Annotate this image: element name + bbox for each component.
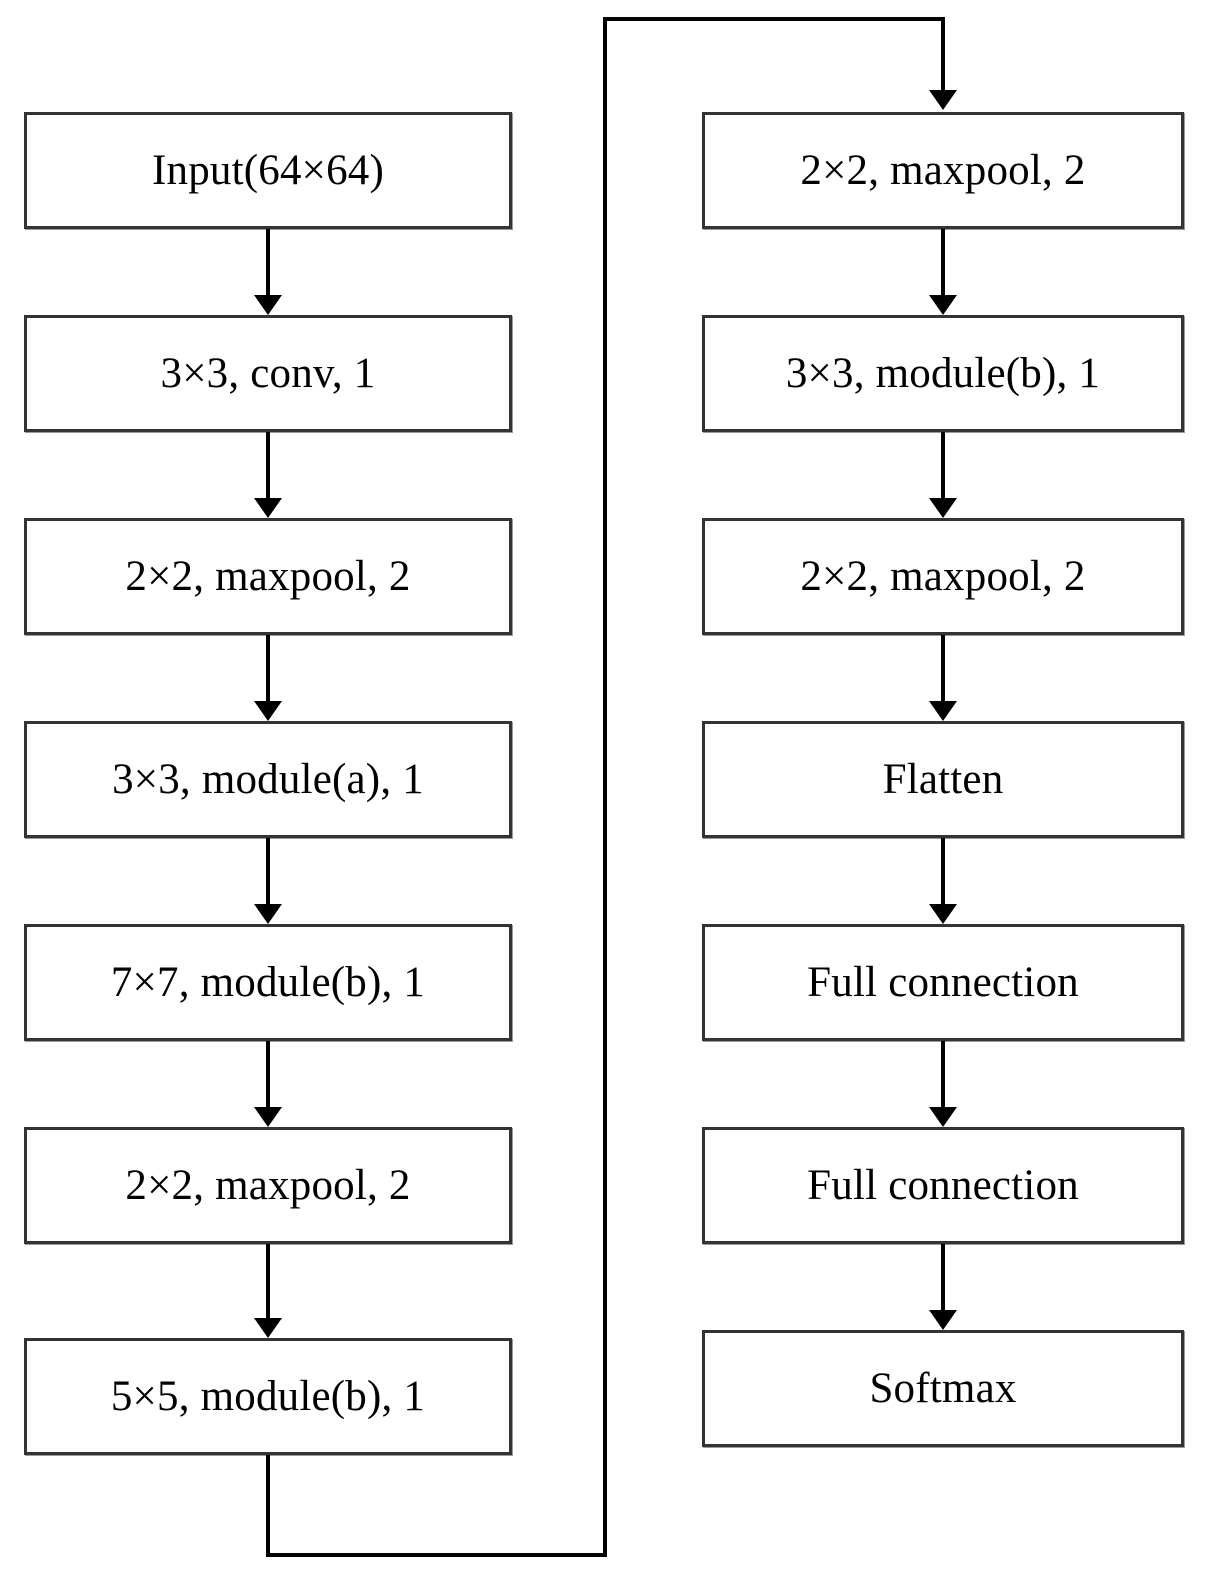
- flow-node-maxpool-1[interactable]: 2×2, maxpool, 2: [24, 518, 512, 635]
- flow-node-label: 7×7, module(b), 1: [110, 958, 426, 1006]
- connector-segment-across-bottom: [266, 1553, 607, 1557]
- flow-node-label: Input(64×64): [151, 146, 385, 194]
- connector-segment-up: [603, 17, 607, 1557]
- flow-node-label: 2×2, maxpool, 2: [800, 146, 1086, 194]
- flow-node-label: 3×3, module(b), 1: [785, 349, 1101, 397]
- flow-node-maxpool-3[interactable]: 2×2, maxpool, 2: [702, 112, 1184, 229]
- flow-node-label: Full connection: [807, 1161, 1079, 1209]
- flow-node-label: Flatten: [882, 755, 1004, 803]
- flow-node-label: 3×3, module(a), 1: [112, 755, 424, 803]
- flow-node-label: 2×2, maxpool, 2: [800, 552, 1086, 600]
- flow-node-label: 2×2, maxpool, 2: [125, 1161, 411, 1209]
- connector-segment-down: [266, 1455, 270, 1557]
- flow-node-label: 2×2, maxpool, 2: [125, 552, 411, 600]
- connector-arrow-head-icon: [929, 90, 957, 110]
- flow-node-module-b-5x5[interactable]: 5×5, module(b), 1: [24, 1338, 512, 1455]
- flow-node-module-b-3x3[interactable]: 3×3, module(b), 1: [702, 315, 1184, 432]
- flow-node-label: 5×5, module(b), 1: [110, 1372, 426, 1420]
- flow-node-flatten[interactable]: Flatten: [702, 721, 1184, 838]
- flow-node-conv3x3[interactable]: 3×3, conv, 1: [24, 315, 512, 432]
- connector-segment-down-into-right: [941, 17, 945, 90]
- flow-node-maxpool-2[interactable]: 2×2, maxpool, 2: [24, 1127, 512, 1244]
- flow-node-module-b-7x7[interactable]: 7×7, module(b), 1: [24, 924, 512, 1041]
- flow-node-maxpool-4[interactable]: 2×2, maxpool, 2: [702, 518, 1184, 635]
- flow-node-label: Full connection: [807, 958, 1079, 1006]
- connector-segment-across-top: [603, 17, 945, 21]
- flow-node-input[interactable]: Input(64×64): [24, 112, 512, 229]
- flow-node-label: 3×3, conv, 1: [160, 349, 376, 397]
- flow-node-label: Softmax: [869, 1364, 1017, 1412]
- flow-node-full-connection-1[interactable]: Full connection: [702, 924, 1184, 1041]
- flow-node-softmax[interactable]: Softmax: [702, 1330, 1184, 1447]
- flow-node-module-a[interactable]: 3×3, module(a), 1: [24, 721, 512, 838]
- flow-node-full-connection-2[interactable]: Full connection: [702, 1127, 1184, 1244]
